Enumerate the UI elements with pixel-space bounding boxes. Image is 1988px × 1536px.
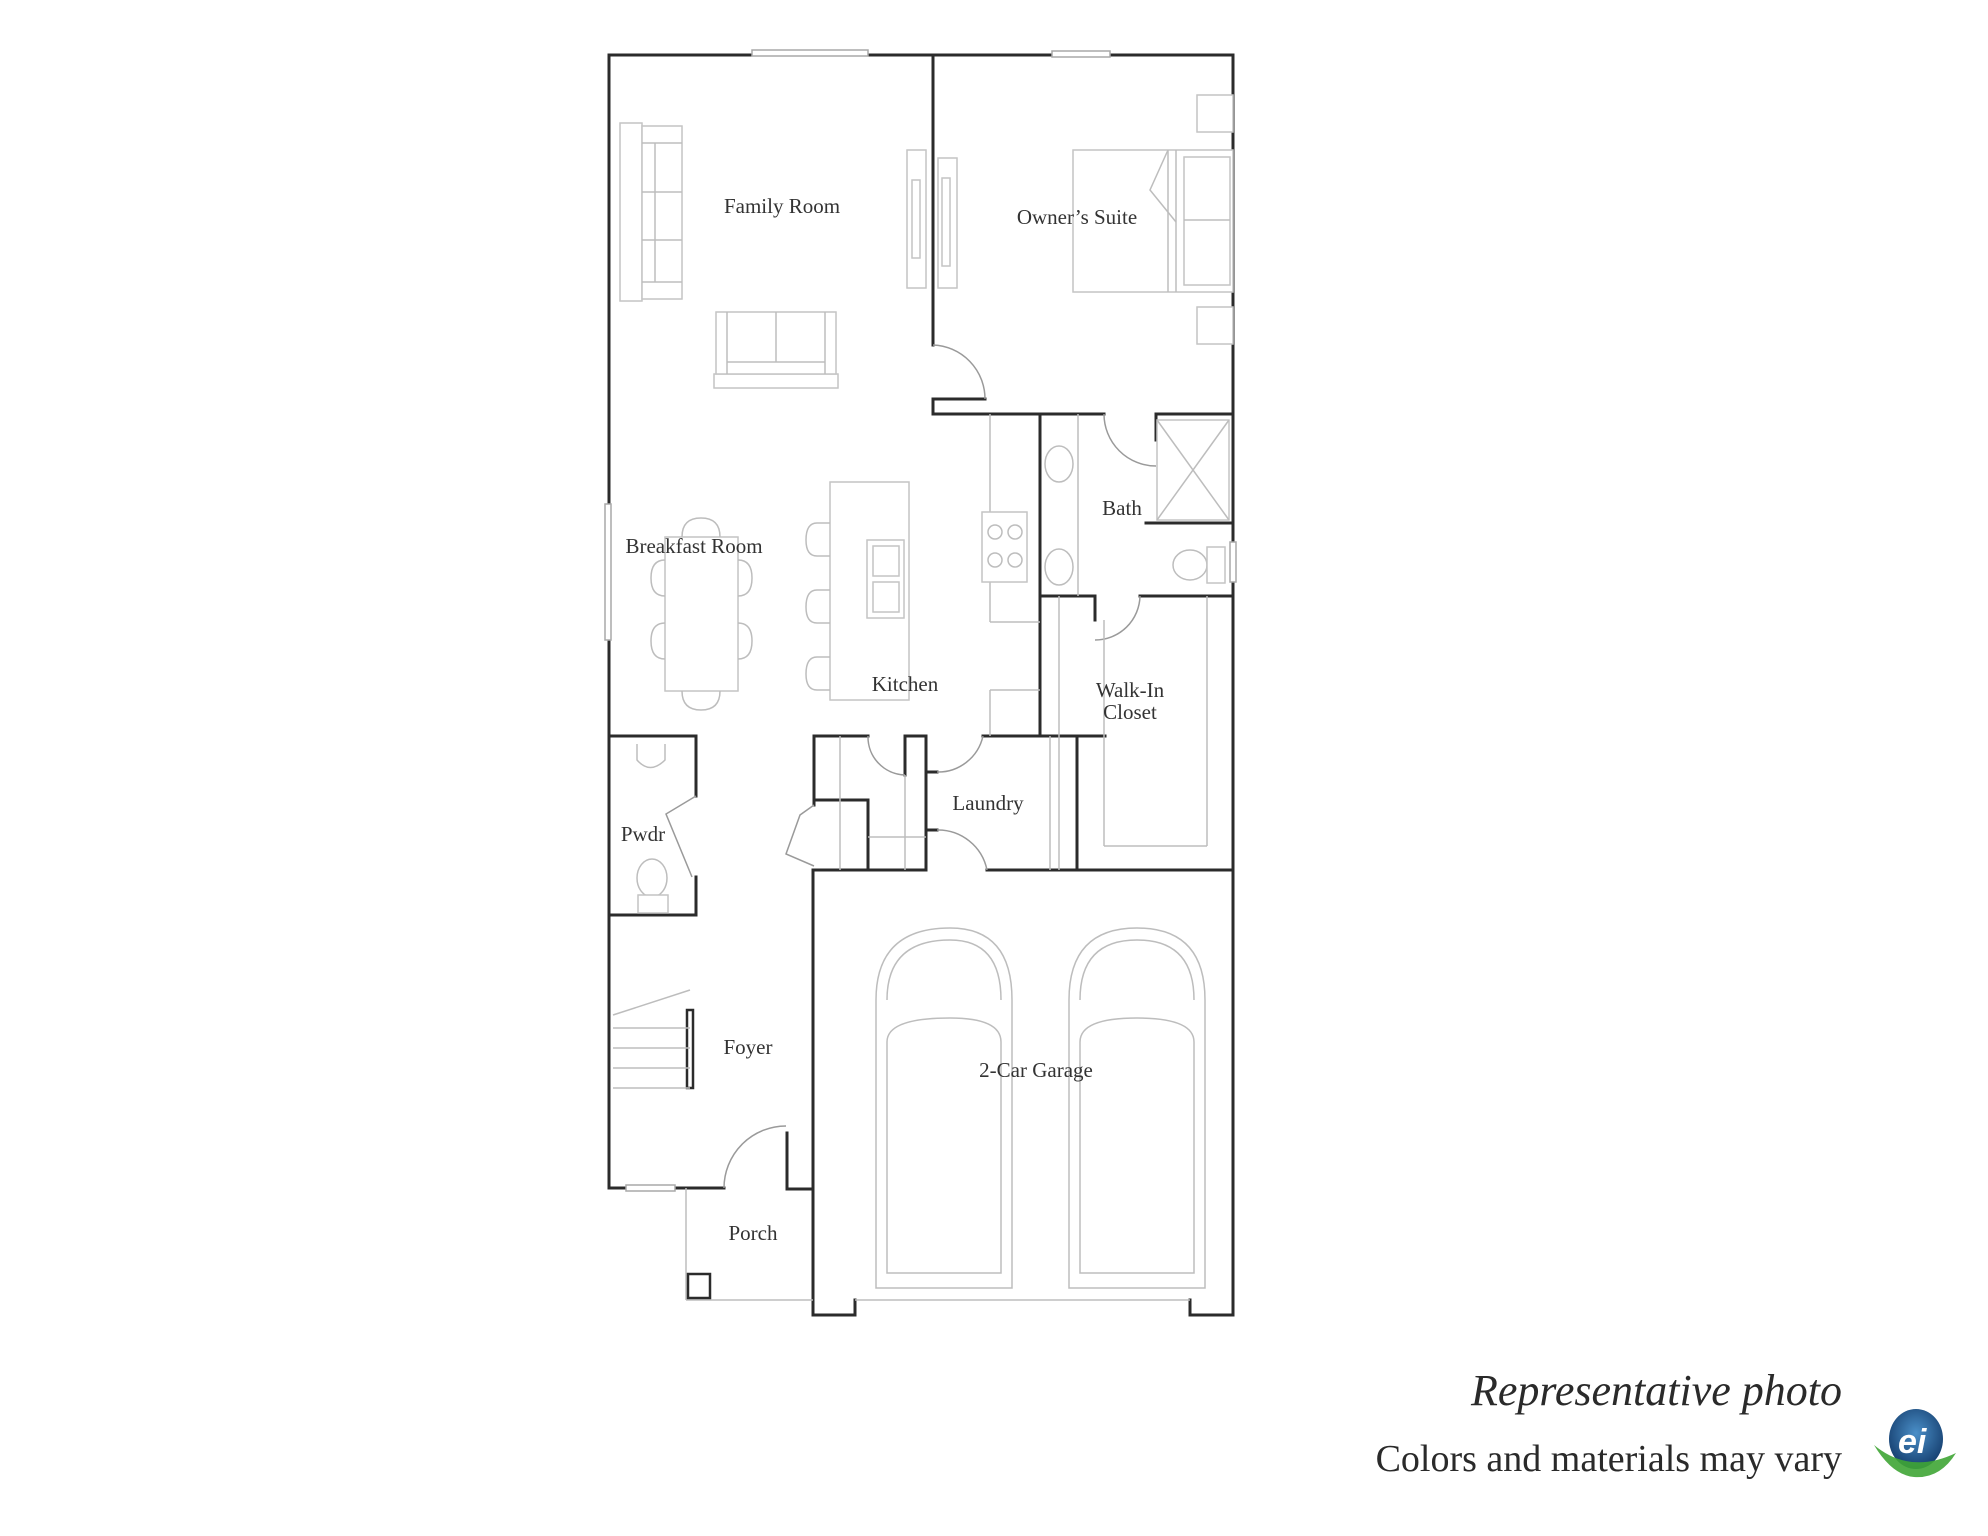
ei-logo-icon: ei xyxy=(1874,1409,1956,1478)
walk-in-line-1: Walk-In xyxy=(1095,678,1165,702)
owners-suite-furniture xyxy=(1072,94,1234,345)
porch xyxy=(685,1188,813,1301)
room-label-laundry: Laundry xyxy=(952,791,1024,815)
room-label-owners-suite: Owner’s Suite xyxy=(1016,205,1138,229)
breakfast-table xyxy=(650,517,753,711)
interior-walls xyxy=(607,53,1235,1090)
room-label-walk-in-closet: Walk-In Closet xyxy=(1096,679,1164,723)
room-label-garage: 2-Car Garage xyxy=(979,1058,1093,1082)
stairs xyxy=(612,989,691,1089)
room-label-porch: Porch xyxy=(728,1221,778,1245)
svg-text:ei: ei xyxy=(1898,1423,1928,1461)
closet-shelving xyxy=(839,596,1208,870)
windows xyxy=(604,49,1237,1192)
doors xyxy=(665,344,1157,1189)
family-room-furniture xyxy=(619,122,958,389)
room-label-foyer: Foyer xyxy=(723,1035,773,1059)
powder-fixtures xyxy=(636,744,669,914)
room-label-breakfast-room: Breakfast Room xyxy=(625,534,763,558)
colors-disclaimer: Colors and materials may vary xyxy=(1375,1438,1842,1480)
bath-fixtures xyxy=(1044,414,1230,596)
room-label-family-room: Family Room xyxy=(723,194,841,218)
walk-in-line-2: Closet xyxy=(1103,700,1157,724)
garage-cars xyxy=(875,927,1206,1289)
representative-photo-caption: Representative photo xyxy=(1470,1366,1842,1415)
room-label-powder-room: Pwdr xyxy=(620,822,666,846)
room-label-bath: Bath xyxy=(1102,496,1142,520)
kitchen-fixtures xyxy=(805,414,1040,736)
room-label-kitchen: Kitchen xyxy=(871,672,939,696)
